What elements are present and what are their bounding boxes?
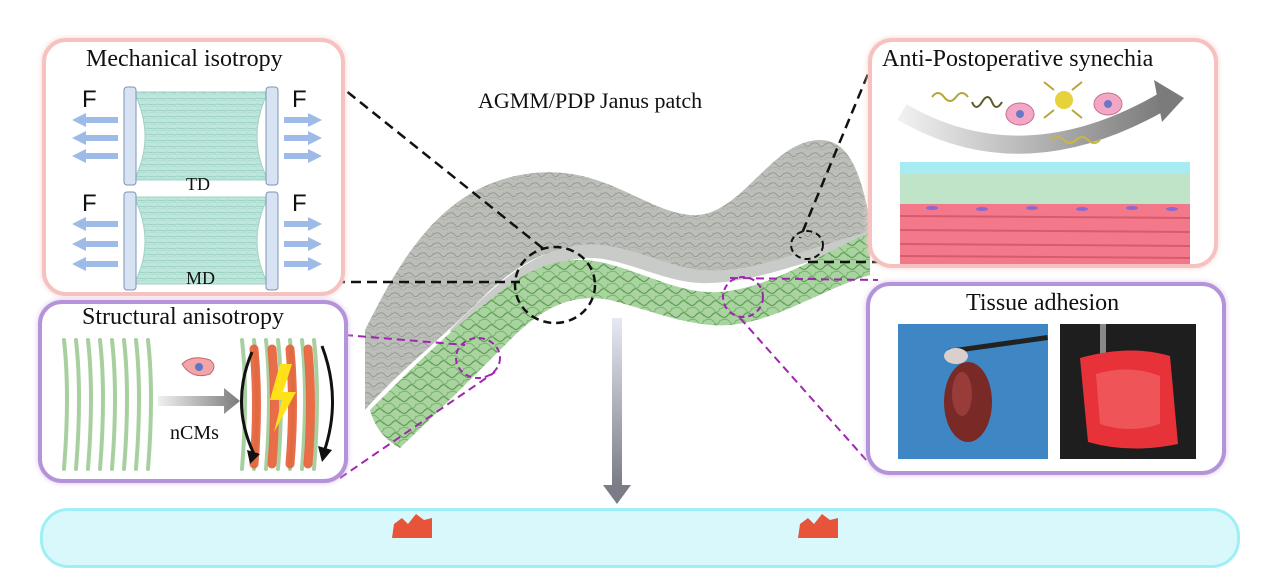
bottom-hearts: [0, 0, 1267, 538]
heart-icon-left: [392, 514, 432, 538]
heart-icon-right: [798, 514, 838, 538]
